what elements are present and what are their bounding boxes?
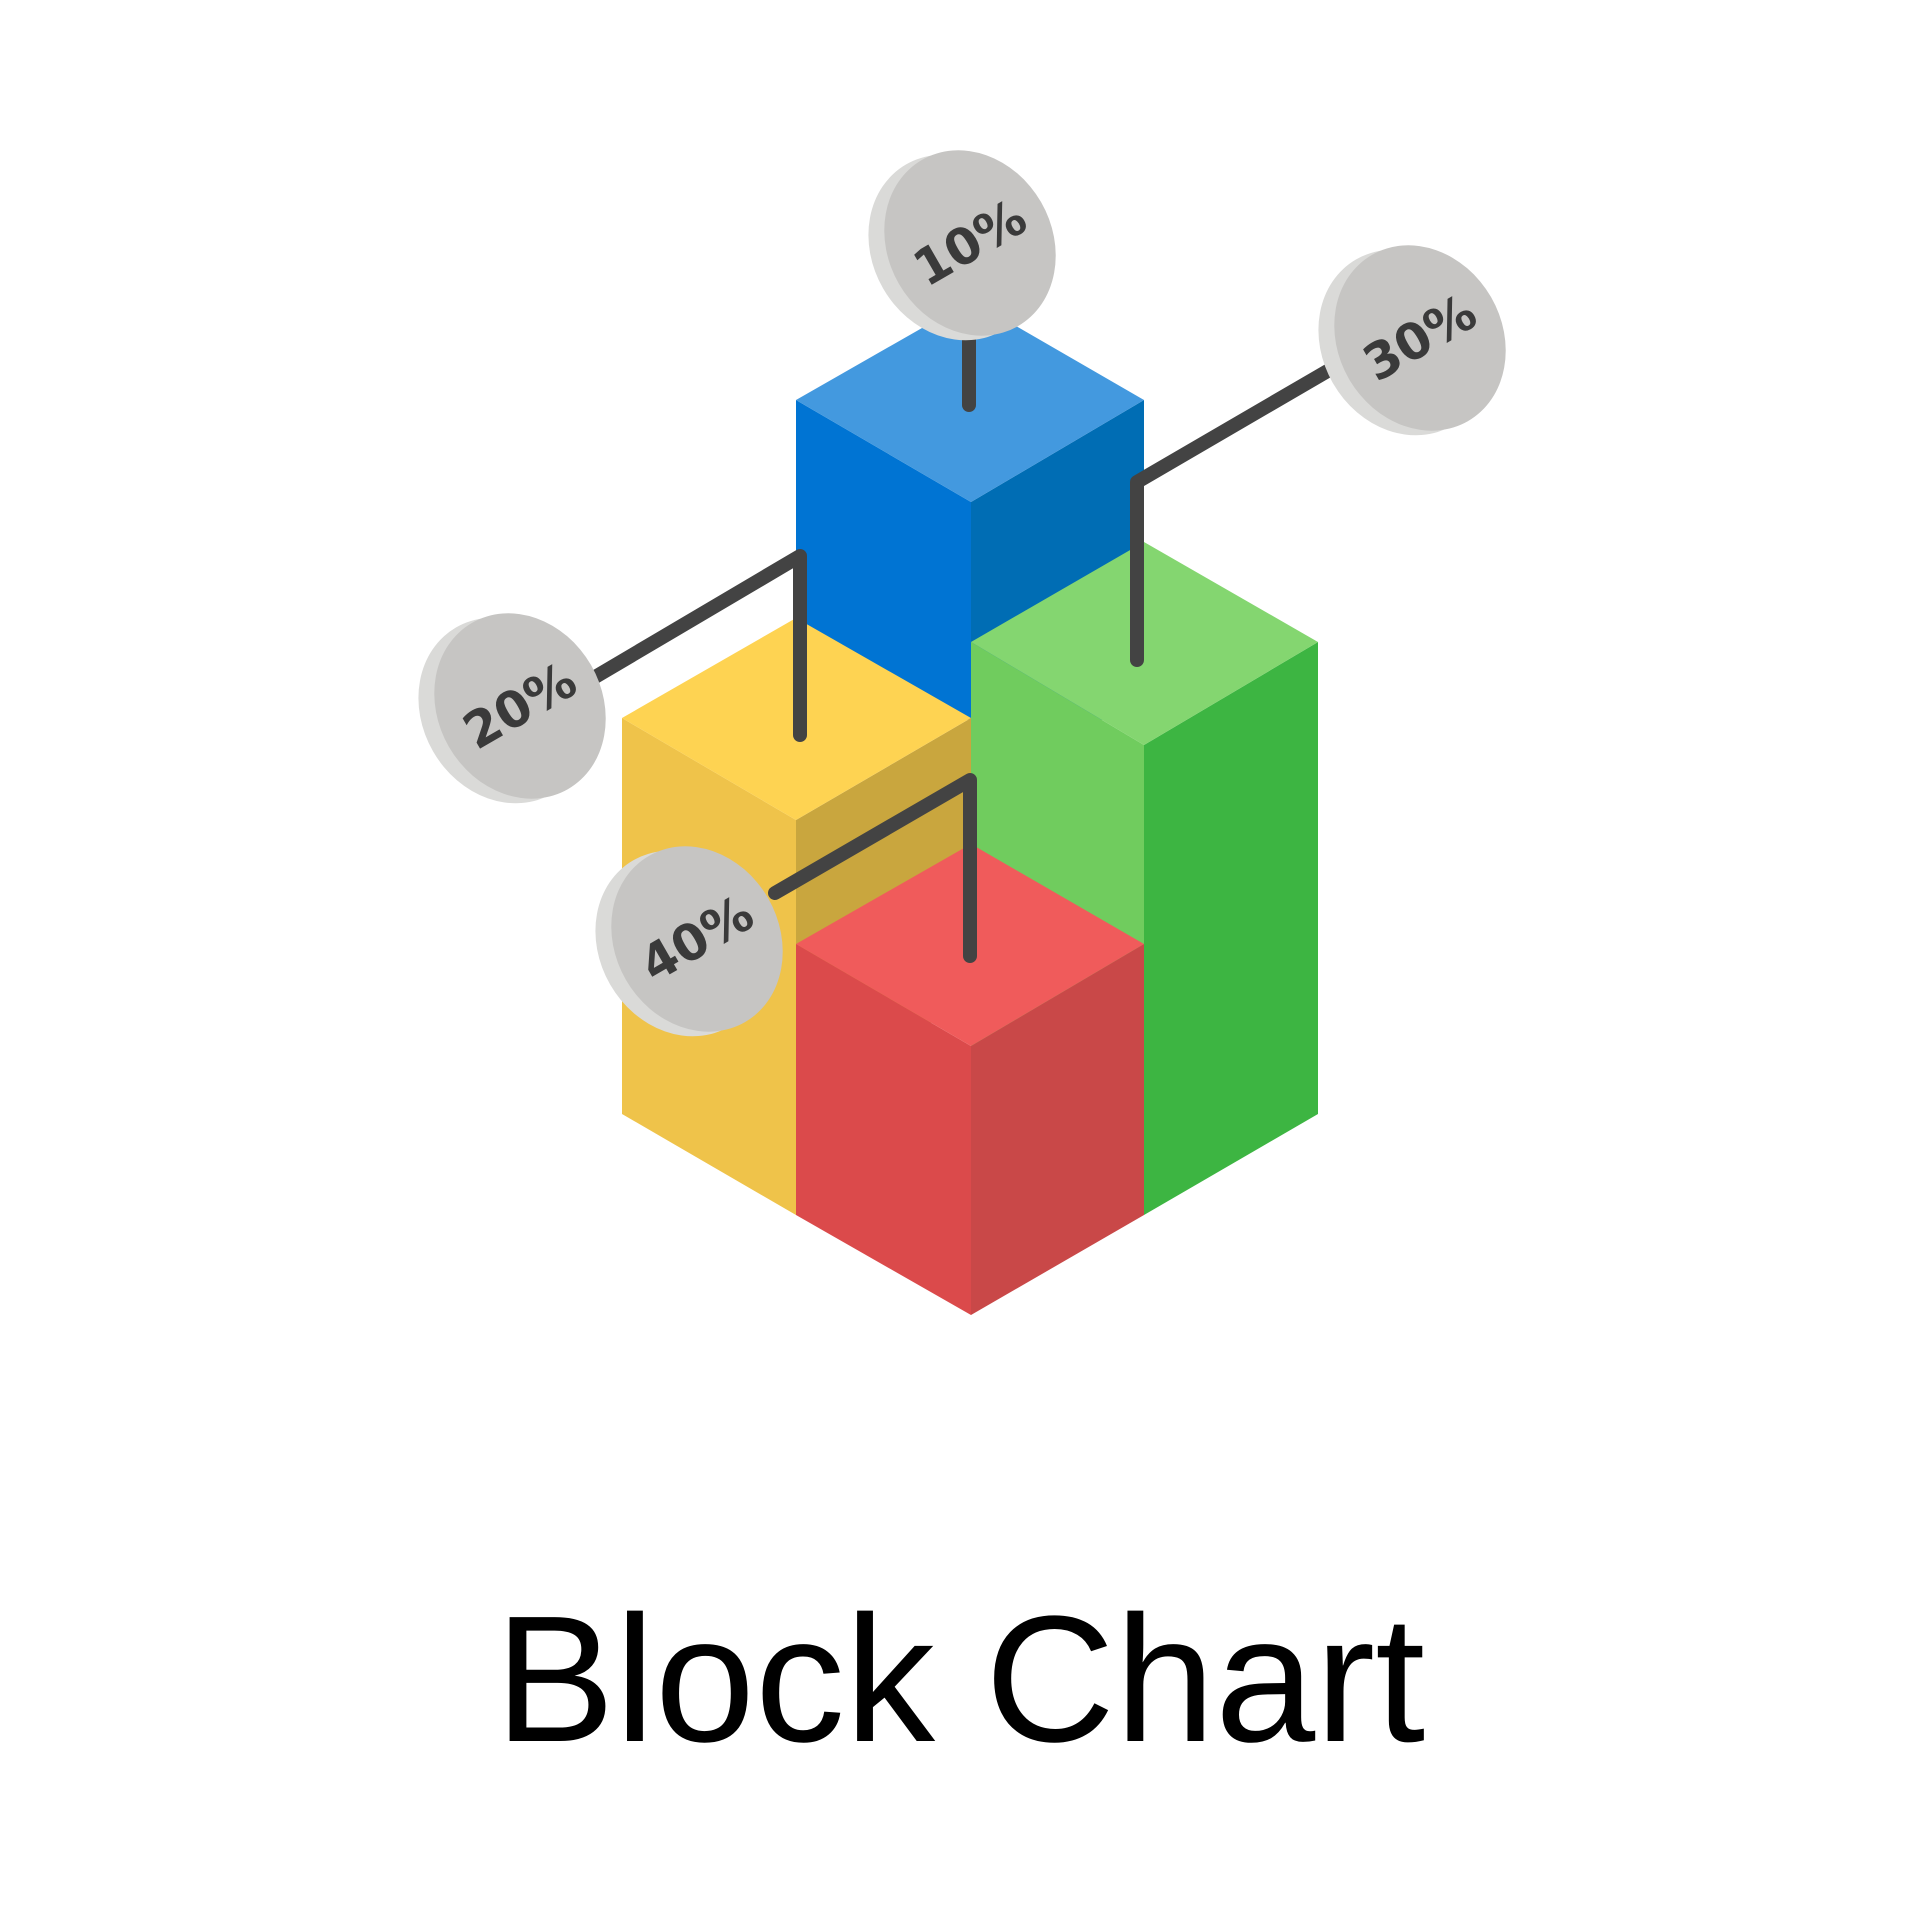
connector-40 [768,773,977,963]
green-block-top-face [971,542,1318,745]
red-block-left-face [796,944,971,1315]
badge-30: 30% [1318,245,1506,436]
badge-30-face [1334,245,1506,431]
red-block-right-face [971,944,1144,1315]
badge-20: 20% [418,613,606,804]
caption: Block Chart [494,1579,1426,1780]
badge-40-face [611,846,783,1032]
green-block-right-face [1144,642,1318,1215]
badge-20-face [434,613,606,799]
connector-20 [583,549,807,742]
connector-30 [1130,355,1350,667]
badge-40: 40% [595,846,783,1037]
badge-10-face [884,150,1056,336]
badge-10: 10% [868,150,1056,341]
blue-block-left-face [796,400,971,720]
